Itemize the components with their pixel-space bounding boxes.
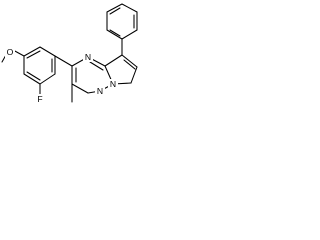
bond [106,29,123,40]
atom-label-text: N [97,86,103,96]
bond [23,46,41,57]
bond [104,54,123,67]
atom-label-o-methoxy: O [5,47,15,58]
atom-label-n-bridgehead: N [95,86,105,96]
double-bond-inner [26,50,41,59]
bond [71,83,89,94]
chemical-structure: N N N O F [1,3,138,105]
phenyl-ring [106,3,138,40]
bond [39,73,56,85]
double-bond-inner [109,7,121,15]
bond [121,54,138,68]
atom-label-text: N [85,52,91,62]
bond [39,46,56,57]
atom-label-text: N [110,79,116,89]
atom-label-f-fluoro: F [35,94,45,105]
fluoro-methoxy-phenyl-ring [23,46,56,85]
double-bond-inner [123,59,136,70]
bond [106,3,123,13]
bond [23,73,41,85]
atom-label-text: O [7,47,14,57]
atom-label-n-pyrazole: N [108,79,118,89]
pyrimidine-ring [71,56,114,94]
double-bond-inner [89,61,104,71]
bond [130,66,138,84]
double-bond-inner [26,71,41,81]
bond-c5-to-aryl [54,55,73,67]
atom-label-n-pyrimidine: N [83,52,93,62]
bond [121,29,138,40]
double-bond-inner [109,29,121,37]
bond [121,3,138,13]
atom-label-text: F [37,94,42,104]
